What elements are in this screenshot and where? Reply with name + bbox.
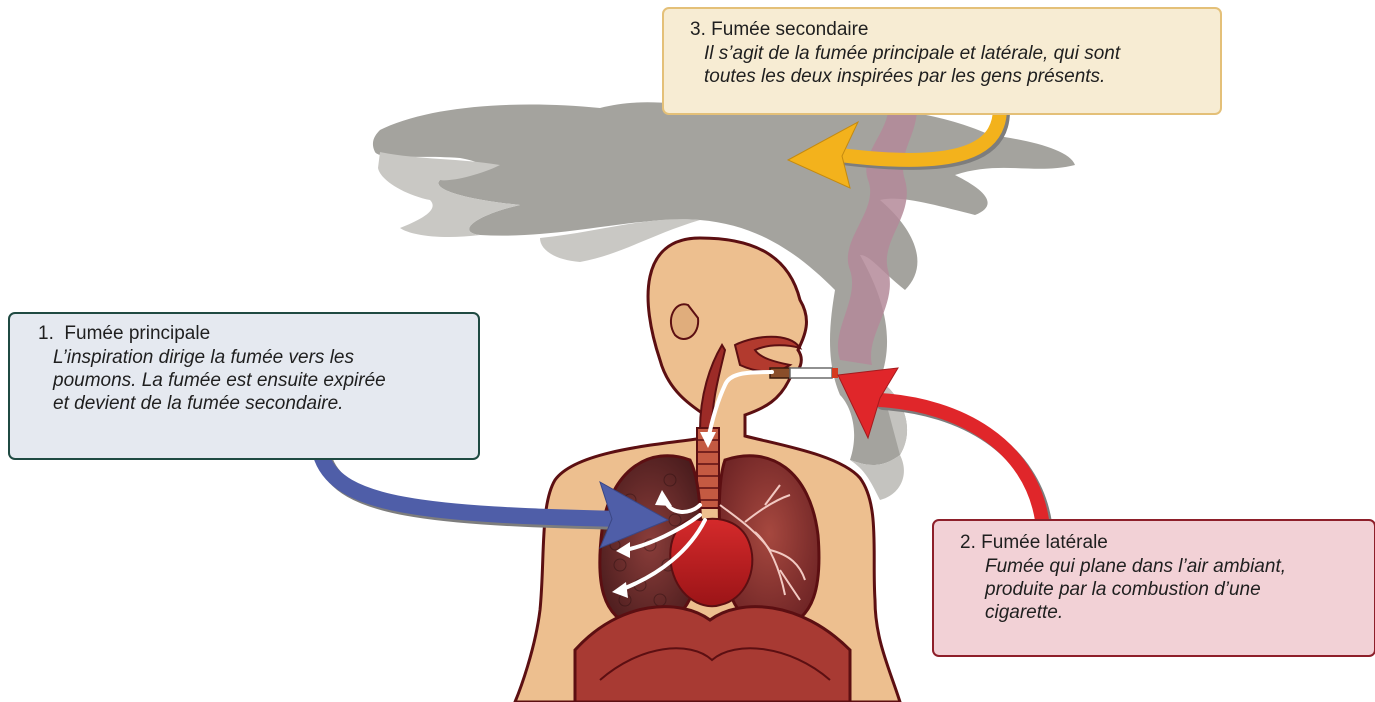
callout-secondaire-description: Il s’agit de la fumée principale et laté… <box>704 42 1204 88</box>
callout-principal-description: L’inspiration dirige la fumée vers les p… <box>53 346 462 415</box>
callout-principal-number: 1. <box>38 322 54 346</box>
cigarette <box>770 368 838 378</box>
callout-laterale: 2. Fumée latérale Fumée qui plane dans l… <box>932 519 1375 657</box>
diaphragm <box>575 607 850 702</box>
callout-secondaire-number: 3. <box>690 18 706 42</box>
callout-secondaire-line: toutes les deux inspirées par les gens p… <box>704 65 1204 88</box>
callout-secondaire-line: Il s’agit de la fumée principale et laté… <box>704 42 1204 65</box>
callout-laterale-description: Fumée qui plane dans l’air ambiant, prod… <box>985 555 1358 624</box>
callout-principal-line: poumons. La fumée est ensuite expirée <box>53 369 462 392</box>
callout-secondaire: 3. Fumée secondaire Il s’agit de la fumé… <box>662 7 1222 115</box>
callout-principal-line: et devient de la fumée secondaire. <box>53 392 462 415</box>
callout-principal-heading: 1. Fumée principale <box>38 322 462 346</box>
callout-principal-title: Fumée principale <box>64 323 210 344</box>
callout-laterale-line: cigarette. <box>985 601 1358 624</box>
callout-laterale-title: Fumée latérale <box>981 532 1108 553</box>
callout-laterale-line: produite par la combustion d’une <box>985 578 1358 601</box>
callout-secondaire-title: Fumée secondaire <box>711 19 868 40</box>
cigarette-paper <box>790 368 832 378</box>
cigarette-ember <box>832 368 838 378</box>
callout-laterale-heading: 2. Fumée latérale <box>960 531 1358 555</box>
callout-secondaire-heading: 3. Fumée secondaire <box>690 18 1204 42</box>
callout-principal-line: L’inspiration dirige la fumée vers les <box>53 346 462 369</box>
callout-laterale-number: 2. <box>960 531 976 555</box>
callout-principal: 1. Fumée principale L’inspiration dirige… <box>8 312 480 460</box>
callout-laterale-line: Fumée qui plane dans l’air ambiant, <box>985 555 1358 578</box>
